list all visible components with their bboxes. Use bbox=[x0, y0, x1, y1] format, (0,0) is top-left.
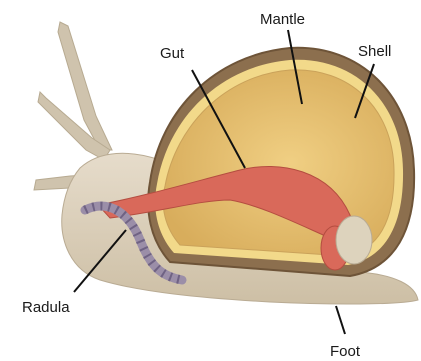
shell-label: Shell bbox=[358, 43, 391, 60]
gut-label: Gut bbox=[160, 45, 185, 62]
mantle-label: Mantle bbox=[260, 11, 305, 28]
foot-leader-line bbox=[336, 306, 345, 334]
shell bbox=[148, 48, 414, 276]
radula-label: Radula bbox=[22, 299, 70, 316]
gland bbox=[336, 216, 372, 264]
foot-label: Foot bbox=[330, 343, 361, 360]
